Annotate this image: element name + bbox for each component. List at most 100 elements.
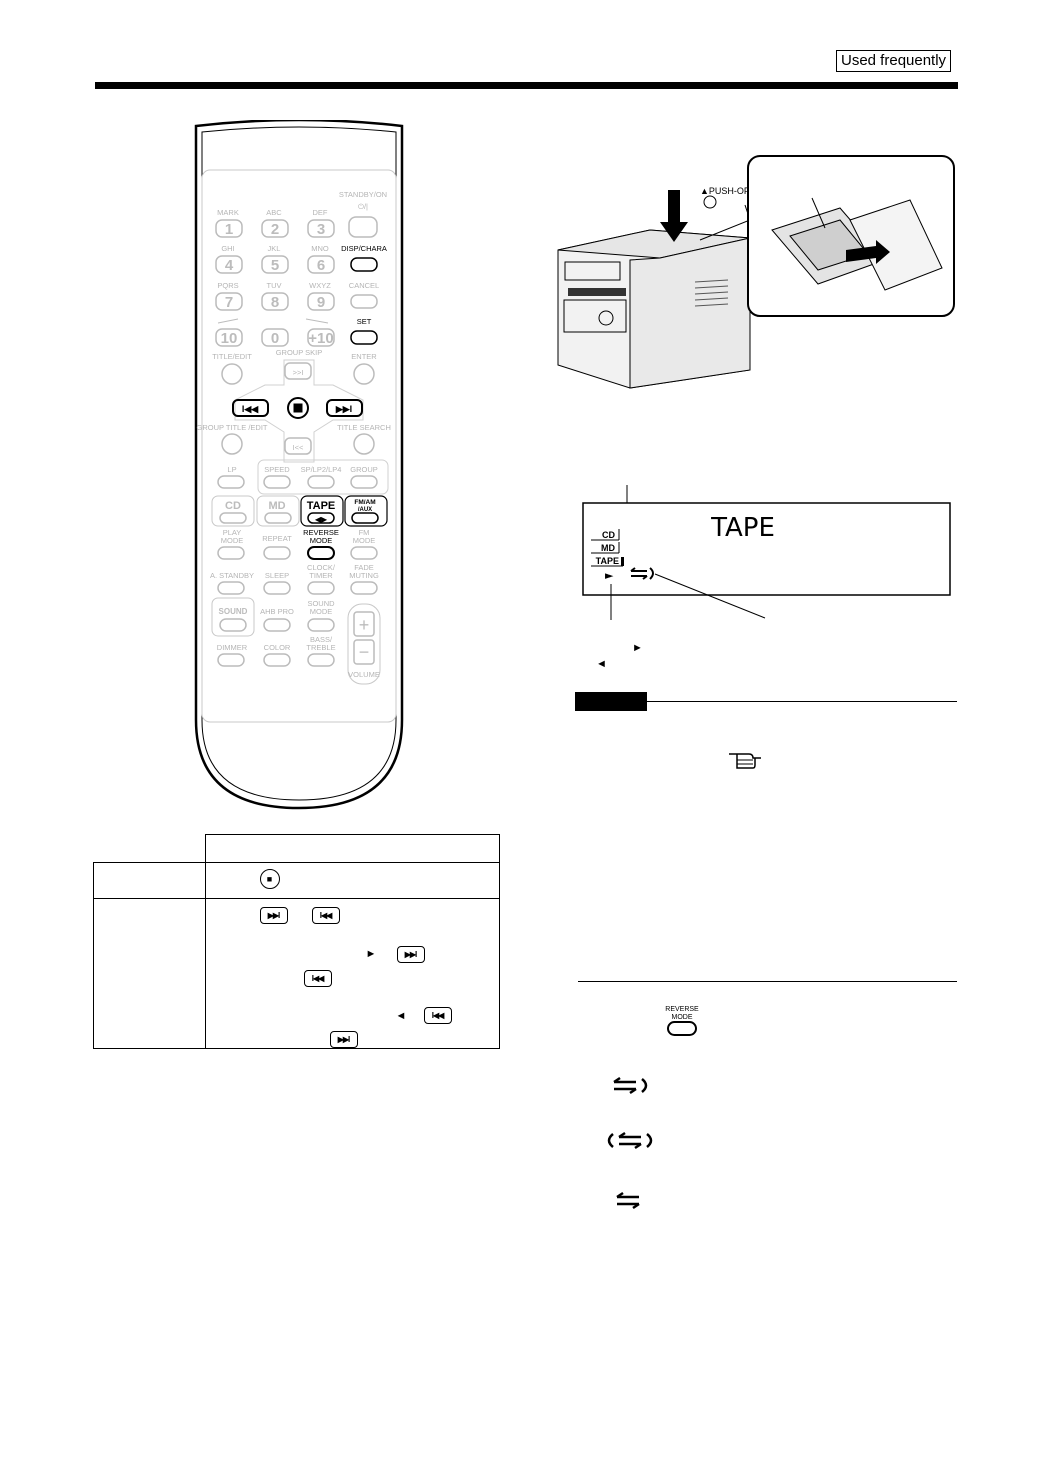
svg-text:▶▶I: ▶▶I [335, 404, 352, 414]
svg-text:MODE: MODE [221, 536, 244, 545]
svg-text:FM/AM: FM/AM [354, 499, 375, 506]
set-label: SET [357, 317, 372, 326]
svg-text:TAPE: TAPE [596, 556, 619, 566]
svg-text:GHI: GHI [221, 244, 234, 253]
table-row-label [93, 862, 206, 899]
svg-text:WXYZ: WXYZ [309, 281, 331, 290]
next-track-icon: ▶▶I [396, 946, 425, 963]
single-side-icon [616, 1191, 640, 1210]
svg-text:FADE: FADE [354, 563, 374, 572]
previous-track-icon: I◀◀ [303, 970, 332, 987]
svg-text:VOLUME: VOLUME [348, 670, 380, 679]
svg-text:PQRS: PQRS [217, 281, 238, 290]
svg-text:TITLE/EDIT: TITLE/EDIT [212, 352, 252, 361]
continuous-reverse-icon [607, 1131, 653, 1150]
svg-text:JKL: JKL [268, 244, 281, 253]
svg-text:A. STANDBY: A. STANDBY [210, 571, 254, 580]
svg-text:SOUND: SOUND [307, 599, 335, 608]
svg-text:TIMER: TIMER [309, 571, 333, 580]
svg-text:MODE: MODE [310, 607, 333, 616]
table-row: ■ [93, 862, 500, 899]
svg-text:−: − [359, 642, 370, 662]
key-6: 6 [317, 257, 325, 274]
svg-text:SOUND: SOUND [219, 607, 248, 616]
key-0: 0 [271, 330, 279, 347]
next-track-icon: ▶▶I [329, 1031, 358, 1048]
section-separator [578, 981, 957, 982]
table-header-cell [204, 834, 500, 863]
svg-text:TUV: TUV [267, 281, 282, 290]
svg-text:/AUX: /AUX [358, 507, 372, 513]
note-heading-line [647, 701, 957, 702]
number-keypad: MARK ABC DEF 1 2 3 GHI JKL MNO 4 5 6 PQR… [215, 208, 335, 347]
standby-symbol: ⏻/| [358, 202, 368, 211]
svg-text:GROUP TITLE /EDIT: GROUP TITLE /EDIT [197, 423, 268, 432]
note-heading-tab [575, 692, 647, 711]
table-row: ▶▶I I◀◀ ► ▶▶I I◀◀ ◄ I◀◀ ▶▶I [93, 898, 500, 1049]
key-5: 5 [271, 257, 279, 274]
svg-text:CANCEL: CANCEL [349, 281, 379, 290]
svg-text:I◀◀: I◀◀ [242, 404, 259, 414]
svg-text:CD: CD [225, 500, 241, 512]
svg-text:I<<: I<< [293, 443, 304, 452]
svg-text:REVERSE: REVERSE [303, 528, 339, 537]
tape-display-diagram: TAPE CD MD TAPE ► [582, 485, 951, 620]
svg-text:CD: CD [602, 530, 615, 540]
svg-text:TITLE SEARCH: TITLE SEARCH [337, 423, 391, 432]
svg-text:DIMMER: DIMMER [217, 643, 248, 652]
key-10: 10 [221, 330, 238, 347]
one-side-reverse-icon [613, 1076, 648, 1095]
svg-text:TREBLE: TREBLE [306, 643, 335, 652]
svg-text:◀▶: ◀▶ [315, 515, 328, 524]
key-4: 4 [225, 257, 234, 274]
svg-text:GROUP: GROUP [350, 465, 378, 474]
key-plus10: +10 [308, 330, 333, 347]
key-2: 2 [271, 221, 279, 238]
svg-text:BASS/: BASS/ [310, 635, 333, 644]
stop-icon: ■ [259, 869, 280, 889]
svg-text:MNO: MNO [311, 244, 329, 253]
svg-text:MD: MD [268, 500, 285, 512]
stop-button[interactable] [287, 397, 309, 419]
previous-track-icon: I◀◀ [311, 907, 340, 924]
reverse-arrow: ◄ [596, 658, 607, 670]
svg-text:MODE: MODE [310, 536, 333, 545]
svg-text:AHB PRO: AHB PRO [260, 607, 294, 616]
operations-table: ■ ▶▶I I◀◀ ► ▶▶I I◀◀ ◄ I◀◀ ▶▶I [93, 834, 500, 1049]
next-button[interactable] [326, 399, 363, 417]
push-open-label: ▲PUSH-OPEN [700, 186, 762, 196]
svg-text:GROUP SKIP: GROUP SKIP [276, 348, 323, 357]
svg-text:MUTING: MUTING [349, 571, 379, 580]
disp-chara-button[interactable] [350, 257, 378, 272]
svg-text:MODE: MODE [672, 1014, 693, 1021]
reverse-mode-button[interactable] [307, 546, 335, 560]
key-3: 3 [317, 221, 325, 238]
tape-button[interactable] [300, 495, 344, 527]
svg-text:SPEED: SPEED [264, 465, 290, 474]
svg-text:SLEEP: SLEEP [265, 571, 289, 580]
key-8: 8 [271, 294, 279, 311]
svg-text:COLOR: COLOR [264, 643, 291, 652]
svg-text:MD: MD [601, 543, 615, 553]
svg-text:+: + [359, 615, 370, 635]
svg-text:SP/LP2/LP4: SP/LP2/LP4 [301, 465, 342, 474]
svg-text:REPEAT: REPEAT [262, 534, 292, 543]
svg-text:ENTER: ENTER [351, 352, 377, 361]
key-7: 7 [225, 294, 233, 311]
previous-track-icon: I◀◀ [423, 1007, 452, 1024]
svg-text:>>I: >>I [293, 368, 304, 377]
fm-am-aux-button[interactable] [344, 495, 388, 527]
next-track-icon: ▶▶I [259, 907, 288, 924]
header-rule [95, 82, 958, 89]
set-button[interactable] [350, 330, 378, 345]
svg-text:►: ► [605, 569, 614, 582]
svg-text:DEF: DEF [313, 208, 328, 217]
previous-button[interactable] [232, 399, 269, 417]
svg-text:CLOCK/: CLOCK/ [307, 563, 336, 572]
used-frequently-badge: Used frequently [836, 50, 952, 72]
disp-chara-label: DISP/CHARA [341, 244, 387, 253]
standby-button[interactable] [348, 216, 378, 238]
display-main-text: TAPE [710, 513, 775, 543]
forward-arrow: ► [632, 642, 643, 654]
reference-hand-icon [729, 753, 761, 769]
